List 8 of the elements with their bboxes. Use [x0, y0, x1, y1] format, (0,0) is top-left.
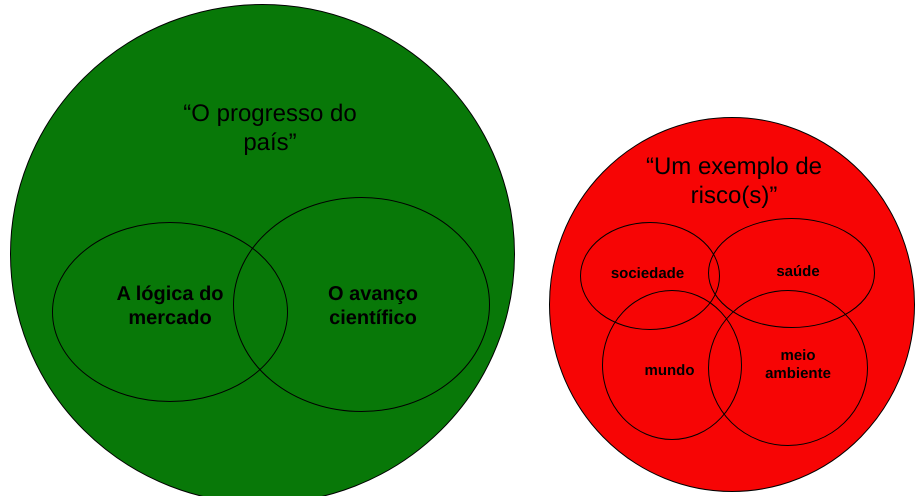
set-label: A lógica do mercado	[115, 282, 225, 330]
set-label: mundo	[644, 362, 696, 380]
set-label: O avanço científico	[326, 282, 420, 330]
set-label: meio ambiente	[764, 347, 832, 383]
circle-title: “O progresso do país”	[182, 100, 358, 158]
set-label: saúde	[775, 263, 821, 281]
circle-title: “Um exemplo de risco(s)”	[644, 153, 824, 211]
set-label: sociedade	[610, 265, 686, 283]
